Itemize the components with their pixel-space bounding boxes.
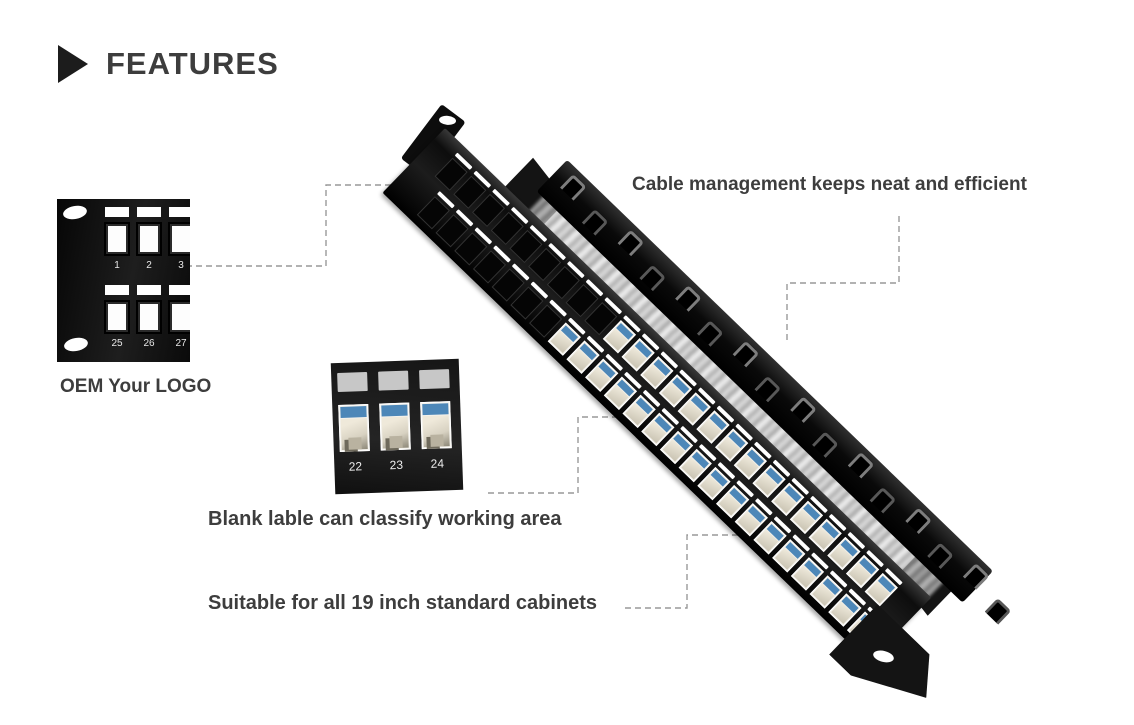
cable-hook-icon — [674, 284, 702, 312]
jack-opening — [381, 416, 409, 449]
oem-closeup-photo: 1 2 3 25 26 27 — [57, 199, 190, 362]
label-strip — [105, 285, 129, 295]
jack-blue-stripe — [381, 404, 408, 417]
port-cutout — [168, 300, 190, 334]
port-number: 1 — [114, 260, 120, 271]
play-triangle-icon — [58, 45, 88, 83]
blank-label-strip — [378, 370, 409, 391]
mount-hole-icon — [872, 649, 895, 665]
keystone-port: 3 — [168, 207, 190, 271]
blank-label-caption: Blank lable can classify working area — [208, 508, 562, 530]
port-number: 25 — [111, 338, 123, 349]
cable-hook-icon — [811, 431, 839, 458]
keystone-port: 1 — [104, 207, 130, 271]
blank-label-closeup-photo: 22 23 24 — [330, 358, 464, 495]
cable-hook-icon — [927, 542, 954, 570]
cable-hook-icon — [905, 507, 933, 535]
cable-bundle — [527, 194, 945, 599]
port-cutout — [136, 300, 162, 334]
label-strip — [137, 207, 161, 217]
keystone-jack — [379, 402, 411, 451]
port-number: 24 — [430, 456, 445, 471]
mount-hole-icon — [63, 336, 89, 353]
mount-hole-icon — [438, 115, 457, 126]
cable-hook-icon — [732, 340, 760, 368]
oem-logo-caption: OEM Your LOGO — [60, 376, 212, 397]
port-number: 3 — [178, 260, 184, 271]
cabinets-caption: Suitable for all 19 inch standard cabine… — [208, 592, 597, 614]
port-cutout — [136, 222, 162, 256]
cable-hook-icon — [559, 173, 587, 201]
keystone-port: 25 — [104, 285, 130, 349]
panel-port-row-1 — [434, 152, 903, 607]
mount-hole-icon — [62, 204, 88, 221]
panel-front-bar — [382, 128, 932, 663]
jack-opening — [340, 418, 368, 450]
port-number: 23 — [389, 457, 404, 473]
keystone-port: 27 — [168, 285, 190, 349]
cable-hook-icon — [790, 396, 817, 424]
cable-hook-icon — [617, 229, 645, 257]
port-cutout — [104, 300, 130, 334]
port-number: 26 — [143, 338, 155, 349]
cable-hook-icon — [581, 208, 609, 236]
port-number: 27 — [175, 338, 187, 349]
blank-label-strip — [337, 372, 368, 393]
jack-blue-stripe — [422, 403, 449, 416]
callout-line-cabinets — [625, 534, 748, 609]
port-number: 2 — [146, 260, 152, 271]
page: { "header": { "title": "FEATURES" }, "fe… — [0, 0, 1134, 680]
label-strip — [169, 285, 190, 295]
jack-opening — [422, 415, 450, 448]
cable-hook-icon — [696, 319, 724, 347]
blank-label-strip — [419, 369, 450, 390]
cable-hook-icon — [639, 264, 667, 292]
jack-blue-stripe — [340, 406, 367, 418]
keystone-port: 2 — [136, 207, 162, 271]
oem-closeup-row-bottom: 25 26 27 — [104, 285, 190, 349]
cable-hook-icon — [847, 451, 875, 479]
labeled-jack: 22 — [337, 372, 371, 474]
keystone-jack — [420, 401, 452, 450]
features-header: FEATURES — [58, 45, 279, 83]
cable-hook-icon — [754, 375, 782, 403]
cable-hook-icon — [962, 562, 990, 590]
page-title: FEATURES — [106, 46, 279, 81]
labeled-jack: 24 — [419, 369, 453, 471]
label-strip — [137, 285, 161, 295]
keystone-jack — [338, 403, 370, 453]
keystone-port: 26 — [136, 285, 162, 349]
port-cutout — [104, 222, 130, 256]
cable-hook-icon — [869, 486, 897, 514]
callout-line-cable-management — [786, 216, 900, 341]
oem-closeup-row-top: 1 2 3 — [104, 207, 190, 271]
port-cutout — [168, 222, 190, 256]
cable-hook-icon — [984, 597, 1012, 625]
label-strip — [169, 207, 190, 217]
port-number: 22 — [348, 459, 363, 474]
cable-management-caption: Cable management keeps neat and efficien… — [632, 174, 1027, 195]
labeled-jack: 23 — [378, 370, 412, 473]
label-strip — [105, 207, 129, 217]
